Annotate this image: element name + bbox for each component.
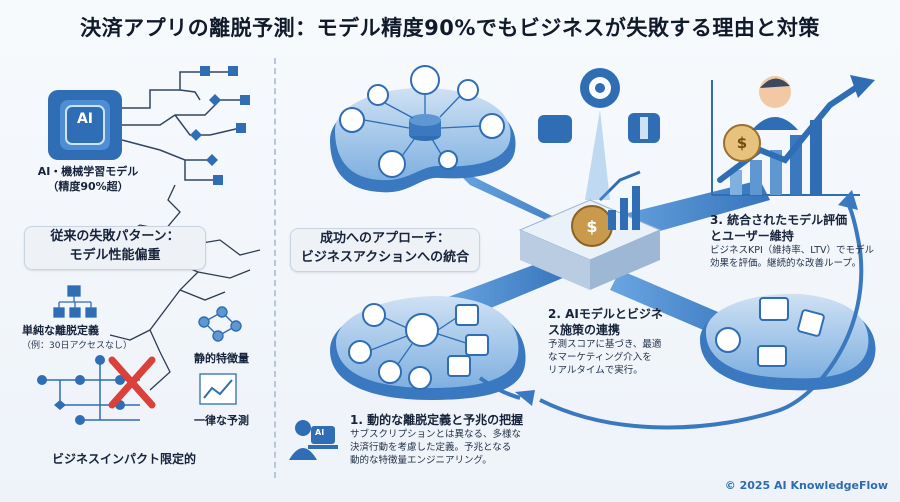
failure-x-icon — [108, 356, 156, 409]
certificate-icon — [757, 345, 787, 367]
simple-definition-example: （例：30日アクセスなし） — [22, 341, 133, 351]
step3-desc-line: ビジネスKPI（維持率、LTV）でモデル — [710, 245, 875, 256]
ai-label-line1: AI・機械学習モデル — [37, 165, 139, 178]
success-box-line1: 成功へのアプローチ： — [319, 231, 450, 246]
static-features-label: 静的特徴量 — [194, 352, 249, 365]
improvement-loop-arrows — [478, 196, 864, 430]
bell-icon — [438, 150, 458, 170]
step2-desc-line: リアルタイムで実行。 — [548, 365, 643, 376]
uniform-prediction-label: 一律な予測 — [194, 414, 249, 427]
network-hub-icons — [339, 65, 505, 178]
coin-dollar-symbol: $ — [736, 134, 748, 152]
tree-node-icon — [213, 175, 223, 185]
bottom-left-icons — [348, 303, 489, 390]
network-small-icon — [348, 340, 372, 364]
top-icons — [538, 68, 660, 143]
success-approach-box: 成功へのアプローチ： ビジネスアクションへの統合 — [290, 228, 480, 272]
line-chart-icon — [199, 373, 237, 405]
tree-node-icon — [240, 95, 250, 105]
step2-title-line: ス施策の連携 — [548, 323, 621, 337]
step3-title-line: とユーザー維持 — [710, 229, 794, 243]
step2-block: 2. AIモデルとビジネ ス施策の連携 予測スコアに基づき、最適 なマーケティン… — [548, 306, 698, 377]
step2-desc-line: 予測スコアに基づき、最適 — [548, 339, 662, 350]
step1-desc-line: 決済行動を考慮した定義。予兆となる — [350, 442, 512, 453]
section-divider — [274, 58, 276, 478]
failure-box-line2: モデル性能偏重 — [69, 248, 161, 263]
failure-pattern-box: 従来の失敗パターン： モデル性能偏重 — [24, 226, 206, 270]
page-title: 決済アプリの離脱予測：モデル精度90%でもビジネスが失敗する理由と対策 — [80, 16, 820, 40]
bottom-right-icons — [715, 297, 825, 367]
tree-node-icon — [209, 94, 221, 106]
step3-desc-line: 効果を評価。継続的な改善ループ。 — [710, 258, 862, 269]
g-icon — [378, 150, 406, 178]
copyright-text: © 2025 AI KnowledgeFlow — [724, 479, 888, 492]
tag-icon — [538, 115, 572, 143]
success-box-line2: ビジネスアクションへの統合 — [300, 250, 470, 265]
step3-title-line: 3. 統合されたモデル評価 — [710, 213, 848, 227]
tree-node-icon — [236, 123, 246, 133]
ai-chip-text: AI — [76, 111, 94, 127]
decision-icon — [362, 303, 386, 327]
hub-dollar-symbol: $ — [586, 217, 598, 236]
gear-icon — [457, 79, 479, 101]
target-small-icon — [715, 327, 741, 353]
price-tag-icon — [797, 309, 825, 337]
tree-node-icon — [206, 154, 218, 166]
step3-block: 3. 統合されたモデル評価 とユーザー維持 ビジネスKPI（維持率、LTV）でモ… — [710, 212, 886, 270]
tree-node-icon — [200, 66, 210, 76]
person-laptop-icon — [289, 420, 338, 460]
growth-chart — [711, 75, 875, 196]
tree-node-icon — [228, 66, 238, 76]
step1-desc-line: サブスクリプションとは異なる、多様な — [350, 429, 522, 440]
calendar-icon — [447, 355, 471, 377]
chat-icon — [410, 65, 440, 95]
simple-definition-label: 単純な離脱定義 — [22, 324, 99, 337]
growth-chart-icon — [408, 366, 432, 390]
limited-impact-label: ビジネスインパクト限定的 — [52, 452, 197, 466]
step1-block: 1. 動的な離脱定義と予兆の把握 サブスクリプションとは異なる、多様な 決済行動… — [350, 412, 590, 467]
payment-icon — [479, 113, 505, 139]
chart-icon — [378, 360, 402, 384]
tree-node-icon — [190, 129, 202, 141]
step2-desc-line: なマーケティング介入を — [548, 352, 652, 363]
video-icon — [339, 107, 365, 133]
ai-label-line2: （精度90%超） — [47, 180, 129, 193]
person-ai-text: AI — [315, 428, 325, 437]
central-hub — [518, 110, 662, 290]
team-icon — [405, 313, 439, 347]
gift-box-icon — [759, 297, 789, 321]
ai-model-label: AI・機械学習モデル （精度90%超） — [28, 164, 148, 194]
hierarchy-icon — [53, 285, 97, 318]
network-icon — [198, 306, 242, 342]
step1-desc-line: 動的な特徴量エンジニアリング。 — [350, 455, 492, 466]
user-icon — [367, 84, 389, 106]
step2-title-line: 2. AIモデルとビジネ — [548, 307, 663, 321]
decision-tree — [121, 71, 245, 181]
step1-title: 1. 動的な離脱定義と予兆の把握 — [350, 413, 524, 427]
calendar-icon — [455, 304, 479, 326]
failure-box-line1: 従来の失敗パターン： — [50, 229, 180, 244]
coin-icon — [723, 124, 761, 162]
calendar-icon — [465, 334, 489, 356]
